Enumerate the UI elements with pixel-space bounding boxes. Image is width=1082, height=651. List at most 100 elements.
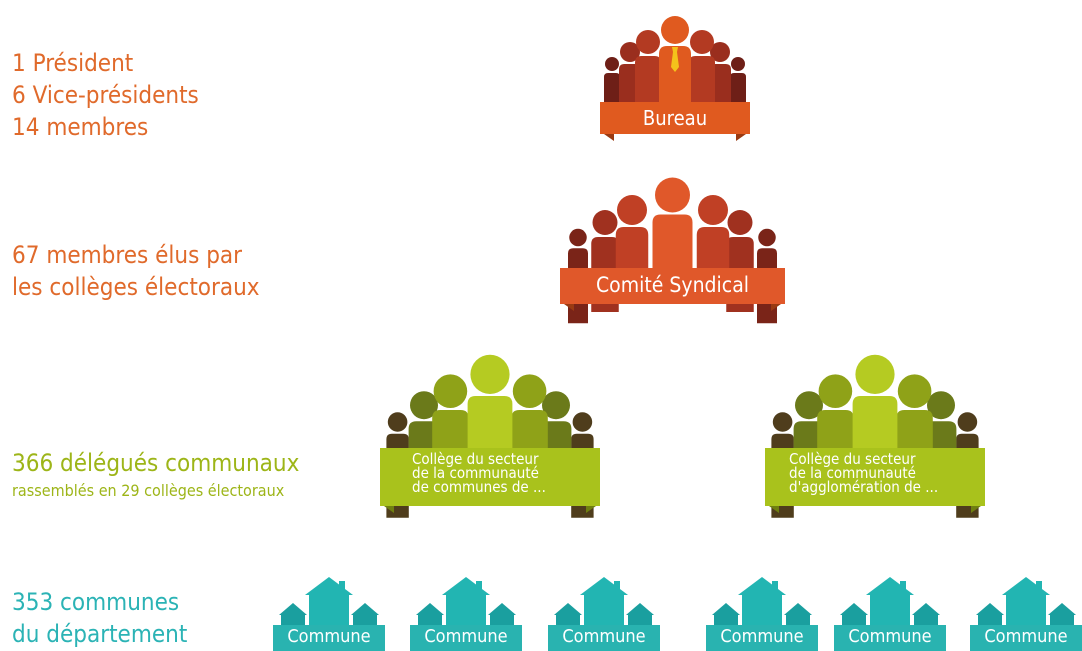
banner <box>380 448 600 506</box>
banner <box>548 625 660 651</box>
house-roof <box>416 603 444 615</box>
commune-banner-label: Commune <box>424 626 508 647</box>
person-body <box>689 56 715 116</box>
college-label-line: de la communauté <box>412 464 539 482</box>
communes-description: 353 communes du département <box>12 587 187 651</box>
comite-banner-label: Comité Syndical <box>595 273 750 297</box>
person-head <box>470 354 510 394</box>
college-group: Collège du secteur de la communauté d'ag… <box>765 354 985 520</box>
person-head <box>569 228 587 247</box>
college-label-line: de communes de ... <box>412 478 546 496</box>
banner <box>273 625 385 651</box>
house-roof <box>488 603 516 615</box>
house-roof <box>712 603 740 615</box>
commune-banner-label: Commune <box>848 626 932 647</box>
comite-group: Comité Syndical <box>560 177 785 324</box>
person-head <box>661 16 689 44</box>
house-roof <box>626 603 654 615</box>
person-head <box>698 195 728 225</box>
comite-description: 67 membres élus par les collèges élector… <box>12 240 260 304</box>
bureau-group: Bureau <box>600 10 750 145</box>
houses-icon <box>548 577 660 651</box>
college-group: Collège du secteur de la communauté de c… <box>380 354 600 520</box>
banner-fold <box>769 506 779 513</box>
banner-fold <box>564 304 574 311</box>
banner <box>970 625 1082 651</box>
person-head <box>655 177 690 213</box>
comite-line: 67 membres élus par <box>12 241 243 269</box>
colleges-description: 366 délégués communaux rassemblés en 29 … <box>12 448 299 502</box>
college-banner-label: Collège du secteur de la communauté d'ag… <box>789 450 939 496</box>
house-roof <box>1002 577 1050 595</box>
house-roof <box>866 577 914 595</box>
houses-icon <box>706 577 818 651</box>
person-head <box>731 57 745 71</box>
commune-group: Commune <box>834 575 946 651</box>
person-head <box>617 195 647 225</box>
banner <box>410 625 522 651</box>
college-label-line: Collège du secteur <box>789 450 916 468</box>
bureau-description: 1 Président 6 Vice-présidents 14 membres <box>12 48 199 144</box>
banner-fold <box>586 506 596 513</box>
commune-banner-label: Commune <box>984 626 1068 647</box>
houses-icon <box>970 577 1082 651</box>
person-head <box>818 374 853 408</box>
house-chimney <box>339 581 345 591</box>
commune-banner-label: Commune <box>720 626 804 647</box>
banner-fold <box>971 506 981 513</box>
house-chimney <box>900 581 906 591</box>
house-chimney <box>614 581 620 591</box>
college-label-line: d'agglomération de ... <box>789 478 939 496</box>
banner <box>600 102 750 134</box>
house-roof <box>554 603 582 615</box>
banner <box>560 268 785 304</box>
banner-fold <box>384 506 394 513</box>
person-head <box>772 412 793 432</box>
bureau-banner-label: Bureau <box>642 106 708 130</box>
commune-banner-label: Commune <box>562 626 646 647</box>
person-head <box>795 391 823 420</box>
bureau-line: 14 membres <box>12 112 149 141</box>
house-roof <box>784 603 812 615</box>
person-head <box>433 374 468 408</box>
commune-group: Commune <box>970 575 1082 651</box>
commune-group: Commune <box>273 575 385 651</box>
person-head <box>758 228 776 247</box>
person-head <box>690 30 714 54</box>
people-icon <box>600 16 750 141</box>
person-head <box>572 412 593 432</box>
person-head <box>927 391 955 420</box>
house-roof <box>580 577 628 595</box>
person-head <box>957 412 978 432</box>
person-head <box>710 42 730 62</box>
banner <box>765 448 985 506</box>
house-chimney <box>772 581 778 591</box>
bureau-line: 6 Vice-présidents <box>12 80 199 109</box>
house-roof <box>912 603 940 615</box>
person-head <box>512 374 547 408</box>
person-head <box>605 57 619 71</box>
person-head <box>636 30 660 54</box>
banner-fold <box>736 134 746 141</box>
banner-fold <box>771 304 781 311</box>
house-chimney <box>1036 581 1042 591</box>
houses-icon <box>273 577 385 651</box>
house-roof <box>305 577 353 595</box>
person-body <box>635 56 661 116</box>
house-roof <box>1048 603 1076 615</box>
people-icon <box>560 177 785 324</box>
comite-line: les collèges électoraux <box>12 272 260 301</box>
tie-icon <box>671 47 679 72</box>
person-head <box>410 391 438 420</box>
college-banner-label: Collège du secteur de la communauté de c… <box>412 452 546 496</box>
person-body <box>659 46 691 116</box>
bureau-line: 1 Président <box>12 49 134 77</box>
communes-line: 353 communes <box>12 588 180 616</box>
banner-fold <box>604 134 614 141</box>
house-roof <box>351 603 379 615</box>
house-roof <box>840 603 868 615</box>
house-roof <box>738 577 786 595</box>
commune-banner-label: Commune <box>287 626 371 647</box>
banner <box>834 625 946 651</box>
banner <box>706 625 818 651</box>
